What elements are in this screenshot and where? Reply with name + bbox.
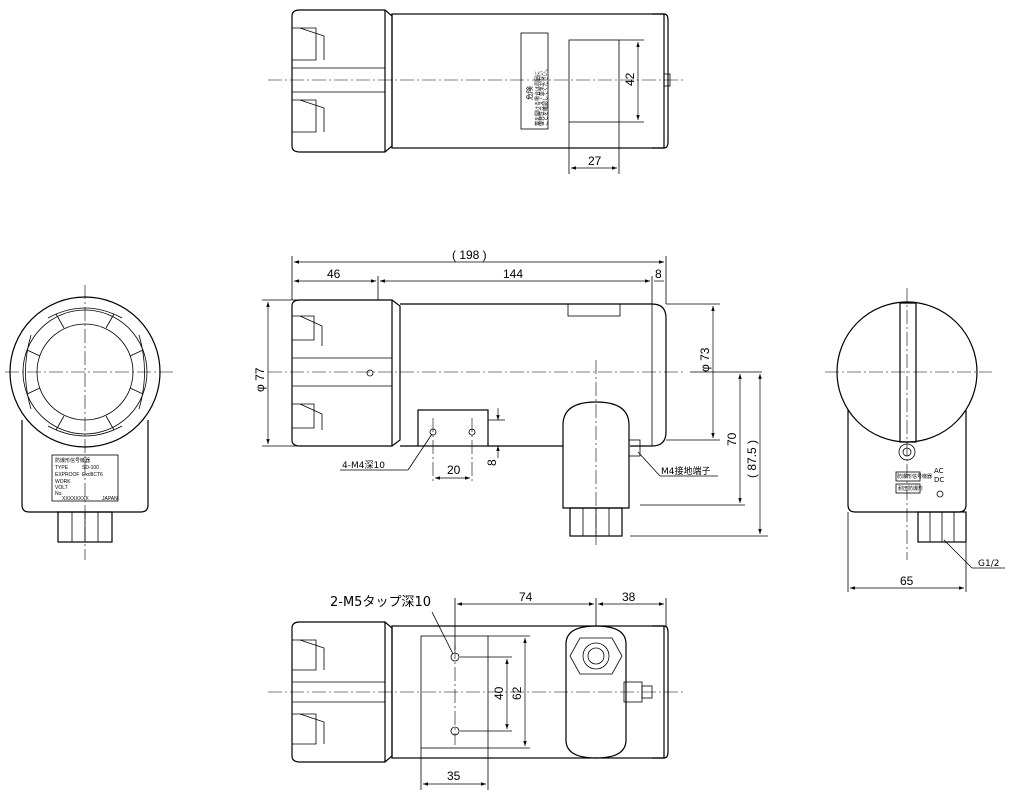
label-ac: AC bbox=[934, 467, 944, 475]
warning-line-2: 爆発性ガス・蒸気がない bbox=[538, 71, 545, 126]
side-plate-1: 防爆形信号機器 bbox=[897, 473, 932, 480]
np-row-work: WORK bbox=[55, 479, 71, 485]
callout-m5-tap: 2-M5タップ深10 bbox=[330, 595, 431, 610]
warning-title: 危険 bbox=[525, 86, 534, 100]
callout-4-m4: 4-M4深10 bbox=[342, 460, 385, 471]
callout-g12: G1/2 bbox=[978, 559, 999, 569]
dim-38: 38 bbox=[622, 590, 636, 604]
left-side-view: 防爆形信号機器 TYPE SD-100 EXPROOF ExdIICT6 WOR… bbox=[5, 285, 175, 560]
dim-46: 46 bbox=[327, 267, 341, 281]
np-row-no: No. bbox=[55, 491, 63, 497]
dim-phi77: φ 77 bbox=[253, 367, 267, 392]
callout-m4-ground: M4接地端子 bbox=[661, 465, 711, 477]
warning-line-1: 蓋を開ける場合は周囲に bbox=[534, 71, 541, 126]
dim-62: 62 bbox=[510, 686, 524, 700]
right-side-view: 防爆形信号機器 耐圧防爆形 AC DC G1/2 65 bbox=[825, 288, 1005, 592]
top-view: 危険 蓋を開ける場合は周囲に 爆発性ガス・蒸気がない ことを確認してください。 … bbox=[268, 9, 685, 174]
np-header: 防爆形信号機器 bbox=[55, 457, 90, 464]
dim-40: 40 bbox=[492, 686, 506, 700]
np-maker: XXXXXXXX bbox=[62, 496, 89, 502]
dim-phi73: φ 73 bbox=[698, 347, 712, 372]
bottom-view: 74 38 40 62 35 2-M5タップ深10 bbox=[268, 590, 685, 790]
dim-35: 35 bbox=[447, 769, 461, 783]
side-plate-2: 耐圧防爆形 bbox=[898, 485, 923, 492]
dim-20: 20 bbox=[447, 463, 461, 477]
np-exproof-value: ExdIICT6 bbox=[82, 472, 103, 478]
dim-8-top: 8 bbox=[655, 267, 662, 281]
dim-70: 70 bbox=[725, 432, 739, 446]
warning-line-3: ことを確認してください。 bbox=[542, 66, 549, 126]
np-type-key: TYPE bbox=[55, 465, 69, 471]
dim-144: 144 bbox=[503, 267, 523, 281]
np-exproof-key: EXPROOF bbox=[55, 472, 79, 478]
np-country: JAPAN bbox=[102, 496, 118, 502]
dim-87-5: ( 87.5 ) bbox=[745, 440, 759, 478]
front-view: ( 198 ) 46 144 8 φ 77 φ 73 70 ( 87.5 ) 2… bbox=[253, 248, 768, 545]
dim-42: 42 bbox=[623, 72, 637, 86]
dim-8-small: 8 bbox=[485, 459, 499, 466]
np-row-volt: VOLT bbox=[55, 485, 68, 491]
dim-65: 65 bbox=[900, 574, 914, 588]
np-type-value: SD-100 bbox=[82, 465, 99, 471]
dim-74: 74 bbox=[519, 590, 533, 604]
dim-27: 27 bbox=[588, 154, 602, 168]
label-dc: DC bbox=[934, 476, 944, 484]
dim-198: ( 198 ) bbox=[452, 248, 487, 262]
